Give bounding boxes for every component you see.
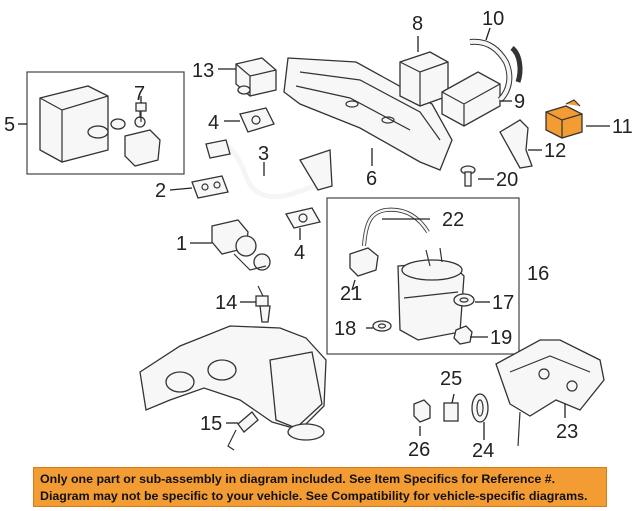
- group-box-16: [326, 197, 520, 355]
- callout-11: 11: [612, 116, 633, 138]
- callout-17: 17: [492, 292, 514, 314]
- fuel-filter-group: [326, 197, 520, 355]
- egr-pipe-3: [205, 139, 333, 200]
- callout-9: 9: [514, 91, 525, 113]
- callout-13: 13: [192, 60, 214, 82]
- callout-19: 19: [490, 327, 512, 349]
- callout-24: 24: [472, 440, 494, 462]
- callout-4-lower: 4: [294, 242, 305, 264]
- notice-line-1: Only one part or sub-assembly in diagram…: [40, 472, 556, 486]
- group-box-5: [26, 71, 185, 175]
- callout-21: 21: [340, 283, 362, 305]
- callout-14: 14: [215, 292, 237, 314]
- grommet-24: [471, 393, 489, 423]
- callout-7: 7: [134, 83, 145, 105]
- callout-10: 10: [482, 8, 504, 30]
- notice-line-2: Diagram may not be specific to your vehi…: [40, 489, 588, 503]
- nut-26: [413, 399, 431, 423]
- callout-4-upper: 4: [208, 112, 219, 134]
- callout-8: 8: [412, 13, 423, 35]
- callout-labels: 5 7 13 4 8 10 9 11 12 6 3 2 20 1 4 22 16…: [4, 8, 633, 462]
- charcoal-canister-body: [39, 85, 109, 163]
- callout-6: 6: [366, 168, 377, 190]
- callout-3: 3: [258, 143, 269, 165]
- leader-lines: [18, 27, 610, 440]
- callout-15: 15: [200, 413, 222, 435]
- callout-25: 25: [440, 368, 462, 390]
- module-9: [441, 71, 501, 127]
- canister-edges: [39, 95, 109, 162]
- canister-group: [26, 71, 185, 175]
- callout-23: 23: [556, 421, 578, 443]
- notice-banner: Only one part or sub-assembly in diagram…: [33, 467, 607, 507]
- bracket-12: [499, 119, 533, 169]
- hose-10: [469, 38, 523, 103]
- gasket-4-lower: [285, 207, 321, 229]
- exhaust-manifold-15: [139, 325, 327, 451]
- callout-16: 16: [527, 263, 549, 285]
- purge-valve: [124, 129, 161, 167]
- callout-22: 22: [442, 209, 464, 231]
- o2-sensor-14: [255, 285, 271, 323]
- bracket-23: [495, 339, 605, 447]
- sensor-11-highlighted: [545, 99, 583, 139]
- callout-18: 18: [334, 318, 356, 340]
- callout-2: 2: [155, 180, 166, 202]
- gasket-2: [191, 175, 229, 199]
- bracket-6: [283, 57, 453, 171]
- module-8: [399, 51, 449, 107]
- spacer-25: [443, 402, 459, 422]
- callout-1: 1: [176, 233, 187, 255]
- callout-20: 20: [496, 169, 518, 191]
- callout-5: 5: [4, 114, 15, 136]
- bolt-20: [460, 165, 476, 187]
- egr-valve-1: [211, 219, 271, 271]
- callout-26: 26: [408, 439, 430, 461]
- sensor-13: [235, 57, 277, 97]
- callout-12: 12: [544, 140, 566, 162]
- gasket-4-upper: [239, 107, 275, 133]
